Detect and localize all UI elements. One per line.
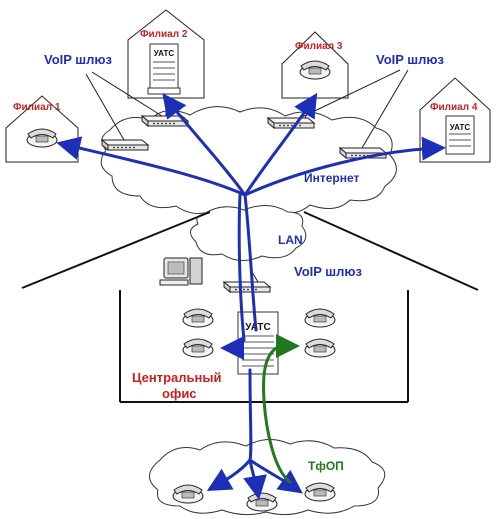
voip-paths (56, 92, 446, 500)
voip-gateway-label-right: VoIP шлюз (376, 52, 445, 67)
voip-gateway-icon (267, 117, 315, 129)
branch4-label: Филиал 4 (430, 102, 478, 113)
voip-gateway-icon (223, 281, 271, 293)
pstn-path (262, 334, 300, 484)
office-phone-icon (182, 308, 214, 328)
pstn-phone-icon (172, 484, 204, 504)
internet-label: Интернет (304, 171, 360, 185)
branch2-pbx (147, 43, 181, 95)
central-pbx-label: УАТС (245, 322, 271, 333)
voip-gateway-icon (101, 139, 149, 151)
lan-label: LAN (278, 233, 303, 247)
branch1-label: Филиал 1 (13, 102, 61, 113)
internet-cloud (100, 106, 397, 216)
pstn-phone-icon (246, 492, 278, 512)
branch2-pbx-label: УАТС (154, 49, 175, 58)
central-office-label: Центральный офис (132, 370, 225, 401)
office-phone-icon (182, 338, 214, 358)
voip-gateway-label-center: VoIP шлюз (294, 264, 363, 279)
branch3-label: Филиал 3 (295, 41, 343, 52)
pstn-phone-icon (304, 482, 336, 502)
office-phone-icon (304, 308, 336, 328)
voip-gateway-label-left: VoIP шлюз (44, 52, 113, 67)
branch4-pbx (445, 115, 475, 155)
computer-icon (159, 257, 203, 286)
office-phone-icon (304, 338, 336, 358)
branch1-phone-icon (26, 128, 58, 148)
branch4-pbx-label: УАТС (450, 123, 471, 132)
central-pbx (237, 311, 279, 375)
branch2-label: Филиал 2 (140, 29, 188, 40)
pstn-label: ТфОП (308, 459, 344, 473)
branch3-phone-icon (299, 60, 331, 80)
